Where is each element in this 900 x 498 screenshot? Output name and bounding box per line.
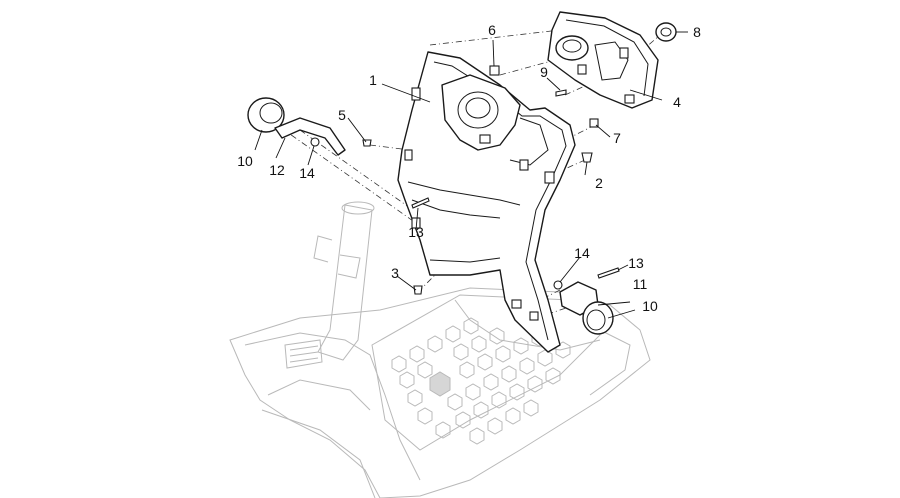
callout-7: 7 <box>613 130 621 146</box>
callout-11: 11 <box>632 276 648 292</box>
callout-12: 12 <box>269 162 285 178</box>
clip-7 <box>589 118 599 128</box>
callout-14-right: 14 <box>574 245 590 261</box>
screw-13-left <box>411 197 430 209</box>
screw-9 <box>555 89 567 97</box>
left-cap-and-bracket <box>247 97 372 156</box>
callout-2: 2 <box>595 175 603 191</box>
scooter-frame-ghost <box>229 201 651 498</box>
callout-6: 6 <box>488 22 496 38</box>
callout-10-left: 10 <box>237 153 253 169</box>
callout-9: 9 <box>540 64 548 80</box>
glove-box-cover <box>547 11 659 109</box>
fastener-hardware <box>411 65 599 295</box>
cap-grommet <box>655 22 677 42</box>
callout-1: 1 <box>369 72 377 88</box>
clip-6 <box>489 65 500 76</box>
callout-13-left: 13 <box>408 224 424 240</box>
floor-pad-pattern <box>391 317 571 445</box>
callout-3: 3 <box>391 265 399 281</box>
rivet-2 <box>581 152 593 163</box>
callout-4: 4 <box>673 94 681 110</box>
callout-5: 5 <box>338 107 346 123</box>
callout-13-right: 13 <box>628 255 644 271</box>
callout-leaders <box>254 31 688 319</box>
callout-8: 8 <box>693 24 701 40</box>
clip-3 <box>413 285 423 295</box>
callout-14-left: 14 <box>299 165 315 181</box>
callout-10-right: 10 <box>642 298 658 314</box>
leg-shield-panel <box>397 51 576 353</box>
right-cap-and-bracket <box>553 267 620 335</box>
